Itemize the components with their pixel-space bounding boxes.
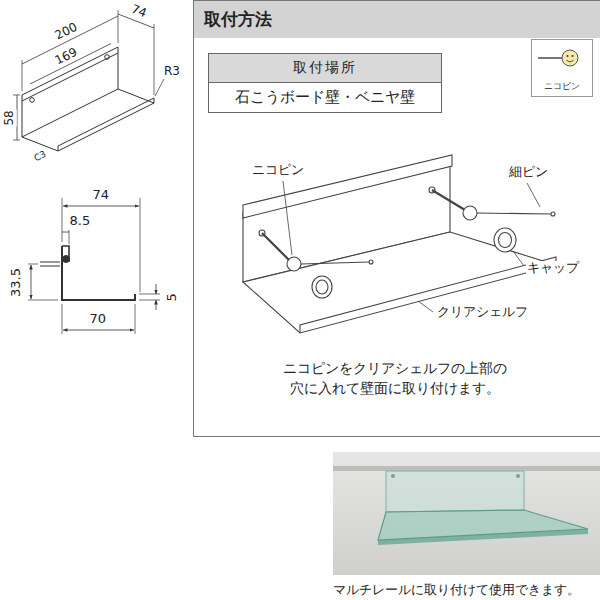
leader-line <box>155 79 164 96</box>
dimension-label: 200 <box>52 20 80 43</box>
photo-caption: マルチレールに取り付けて使用できます。 <box>333 581 580 599</box>
dimension-line <box>63 330 134 331</box>
extension-line <box>140 198 141 292</box>
cap <box>312 276 332 298</box>
table-header: 取付場所 <box>209 54 441 83</box>
glass-lip <box>300 257 556 333</box>
dimension-label: R3 <box>163 65 181 79</box>
part-label: 細ピン <box>508 165 549 180</box>
extension-line <box>13 95 20 96</box>
hole <box>30 98 35 103</box>
cap <box>494 228 516 252</box>
section-profile <box>62 246 135 300</box>
extension-line <box>22 60 23 91</box>
extension-line <box>135 304 136 334</box>
dimension-label: 58 <box>2 109 16 126</box>
dimension-line <box>31 265 32 299</box>
part-label: クリアシェルフ <box>436 305 529 320</box>
pin-eye <box>567 55 569 57</box>
pin-head <box>63 256 70 263</box>
fine-pin <box>301 262 369 264</box>
photo-pin <box>391 474 395 478</box>
dimension-line <box>156 284 157 294</box>
location-table: 取付場所石こうボード壁・ベニヤ壁 <box>208 53 442 113</box>
extension-line <box>28 264 38 265</box>
shelf-section <box>28 198 160 334</box>
fine-pin <box>477 213 551 214</box>
extension-line <box>118 10 119 43</box>
hole <box>105 55 110 60</box>
pin-icon <box>532 42 588 82</box>
cap-inner <box>499 233 512 248</box>
photo-wall <box>333 452 600 575</box>
dimension-label: 70 <box>89 312 108 327</box>
extension-line <box>62 304 63 334</box>
extension-line <box>28 300 58 301</box>
cap-inner <box>316 280 328 294</box>
section-hook <box>62 246 69 262</box>
nico-pin <box>432 190 465 210</box>
panel-heading: 取付方法 <box>194 1 600 38</box>
pin-shaft <box>40 262 60 263</box>
part-label: キャップ <box>526 261 580 276</box>
dimension-line <box>30 44 111 85</box>
pin-icon-box: ニコピン <box>531 39 593 97</box>
part-label: ニコピン <box>251 163 305 178</box>
dimension-label: 169 <box>52 45 80 68</box>
nico-pin-head <box>463 206 477 220</box>
product-photo <box>333 452 600 575</box>
mounting-illustration <box>243 155 556 333</box>
instruction-note: ニコピンをクリアシェルフの上部の 穴に入れて壁面に取り付けます。 <box>276 358 514 399</box>
floor-edge <box>22 89 154 151</box>
leader-line <box>418 301 433 312</box>
extension-line <box>139 294 160 295</box>
leader-line <box>283 181 292 255</box>
nico-pin <box>262 233 289 260</box>
extension-line <box>154 24 155 95</box>
shelf-isometric <box>13 10 164 151</box>
fine-pin-head <box>551 212 555 216</box>
dimension-line <box>17 95 18 140</box>
pin-eye <box>572 55 574 57</box>
pin-smile <box>567 60 574 62</box>
extension-line <box>62 198 63 242</box>
table-cell: 石こうボード壁・ベニヤ壁 <box>209 83 441 112</box>
lip-edge <box>58 98 154 151</box>
dimension-line <box>63 206 139 207</box>
leader-line <box>513 251 524 266</box>
dimension-line <box>156 300 157 310</box>
multi-rail <box>333 466 600 471</box>
extension-line <box>139 300 160 301</box>
dimension-label: 33.5 <box>9 266 24 297</box>
fine-pin-head <box>369 260 373 264</box>
dimension-line <box>62 232 69 233</box>
photo-glass-back <box>386 471 524 512</box>
extension-line <box>13 140 20 141</box>
dimension-label: 74 <box>92 188 111 203</box>
icon-label: ニコピン <box>532 80 592 93</box>
dimension-label: 8.5 <box>69 214 92 229</box>
leader-line <box>527 183 540 207</box>
pin-face <box>562 50 578 66</box>
photo-pin <box>516 474 520 478</box>
dimension-label: C3 <box>31 148 48 164</box>
pin-shaft <box>538 57 563 59</box>
pin-shaft <box>40 266 60 267</box>
photo-glass-edge <box>378 529 588 545</box>
dimension-label: 5 <box>165 292 180 302</box>
glass-rail <box>243 155 452 218</box>
nico-pin-head <box>287 257 301 271</box>
